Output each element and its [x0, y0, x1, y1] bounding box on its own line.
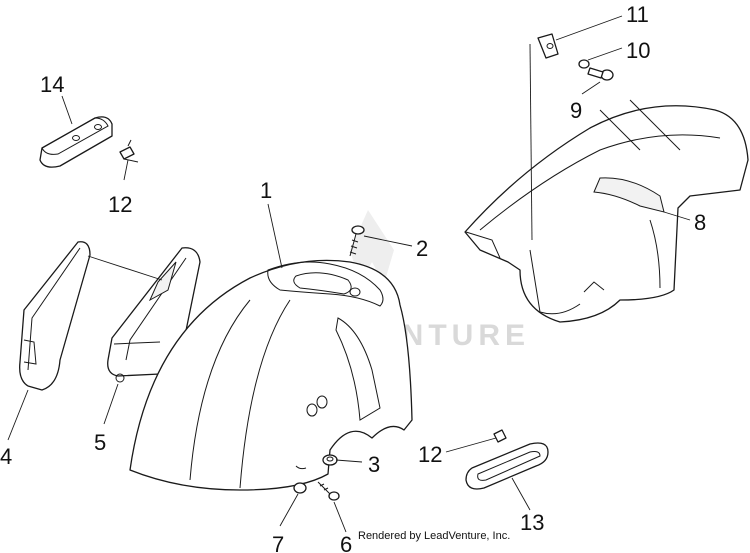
callout-labels: 14 12 1 2 3 4 5 6 7 8 9 10 11 12 13 — [0, 2, 706, 553]
part-13-rear-reflector — [465, 442, 549, 490]
part-1-front-fender — [129, 259, 413, 491]
callout-11: 11 — [626, 2, 649, 27]
part-12-clip-lower — [493, 429, 507, 443]
callout-8: 8 — [694, 210, 706, 235]
callout-1: 1 — [260, 178, 272, 203]
part-8-rear-fender — [464, 99, 749, 323]
part-7-washer — [293, 482, 307, 494]
callout-4: 4 — [0, 444, 12, 469]
part-11-clip-nut — [537, 33, 559, 59]
callout-6: 6 — [340, 532, 352, 553]
callout-2: 2 — [416, 236, 428, 261]
callout-13: 13 — [520, 510, 544, 535]
part-6-screw — [317, 481, 340, 501]
part-10-washer — [578, 59, 590, 69]
leader-lines — [7, 15, 691, 533]
callout-10: 10 — [626, 38, 650, 63]
callout-3: 3 — [368, 452, 380, 477]
part-14-cap — [39, 116, 113, 168]
callout-5: 5 — [94, 430, 106, 455]
part-2-screw — [349, 225, 365, 257]
render-credit: Rendered by LeadVenture, Inc. — [358, 530, 511, 542]
part-12-clip-upper — [119, 139, 139, 163]
callout-14: 14 — [40, 72, 64, 97]
part-4-side-reflector — [19, 241, 91, 391]
part-9-screw — [587, 67, 614, 81]
callout-12-lower: 12 — [418, 442, 442, 467]
callout-12-upper: 12 — [108, 192, 132, 217]
callout-7: 7 — [272, 532, 284, 553]
part-3-nut — [322, 454, 338, 466]
callout-9: 9 — [570, 98, 582, 123]
